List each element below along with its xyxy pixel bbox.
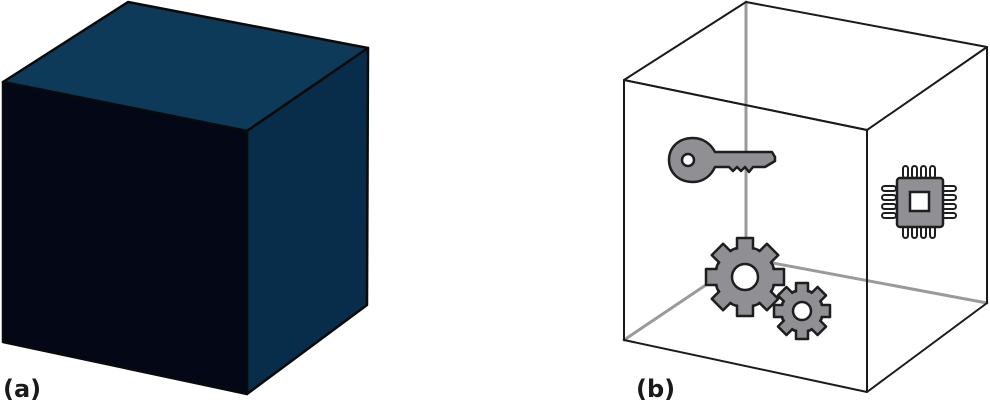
cube-front-face	[1, 80, 249, 396]
cube-top-outline	[623, 1, 988, 131]
gear-icon	[704, 236, 832, 341]
large-gear	[704, 236, 786, 318]
small-gear	[772, 281, 832, 341]
panel-b: (b)	[622, 0, 989, 403]
cpu-chip-icon	[881, 165, 957, 239]
opaque-cube	[1, 0, 370, 396]
key-icon	[667, 136, 777, 184]
panel-a: (a)	[1, 0, 370, 403]
panel-label-a: (a)	[3, 375, 41, 403]
panel-label-b: (b)	[636, 375, 675, 403]
cube-side-outline	[866, 46, 988, 393]
